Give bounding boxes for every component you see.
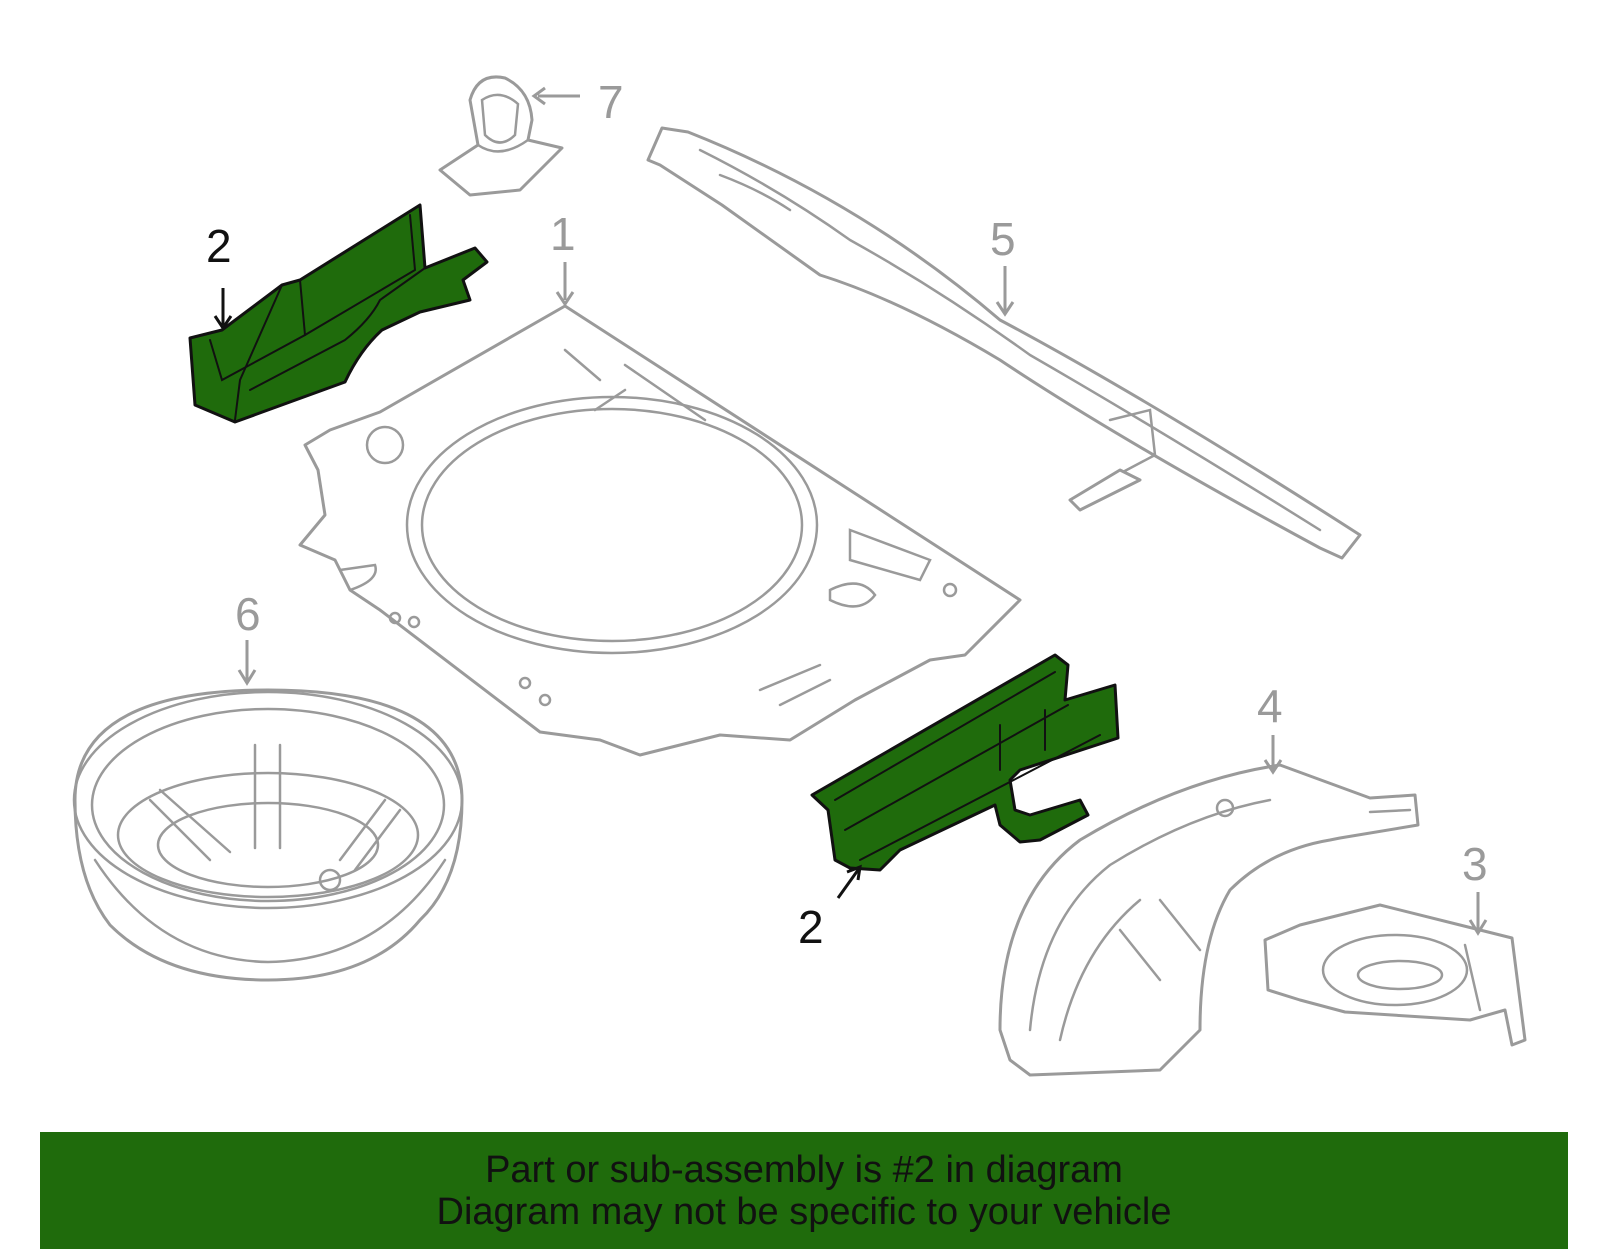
callout-7: 7 xyxy=(598,76,624,128)
arrow-6 xyxy=(237,669,257,686)
callout-2-lower: 2 xyxy=(798,901,824,953)
banner-line-2: Diagram may not be specific to your vehi… xyxy=(436,1190,1172,1233)
arrow-7 xyxy=(531,86,546,106)
callout-2-upper: 2 xyxy=(206,220,232,272)
part-1-rear-floor-pan xyxy=(298,304,1022,757)
leader-2-lower xyxy=(836,869,860,899)
part-6-spare-tire-tray xyxy=(72,688,464,982)
arrow-5 xyxy=(995,301,1015,317)
callout-6: 6 xyxy=(235,588,261,640)
banner-line-1: Part or sub-assembly is #2 in diagram xyxy=(485,1148,1123,1191)
part-5-rear-panel xyxy=(646,126,1362,560)
info-banner: Part or sub-assembly is #2 in diagram Di… xyxy=(40,1132,1568,1249)
part-3-extension-panel xyxy=(1263,903,1527,1047)
part-4-wheelhouse xyxy=(998,763,1420,1077)
arrow-1 xyxy=(555,291,575,307)
callout-4: 4 xyxy=(1257,680,1283,732)
part-7-tie-down-hook xyxy=(438,75,564,197)
callout-1: 1 xyxy=(550,208,576,260)
arrow-2-lower xyxy=(846,864,862,881)
arrow-2-upper xyxy=(213,315,233,331)
part-2-lower-rail xyxy=(810,653,1120,872)
part-2-upper-rail xyxy=(188,203,489,424)
callout-3: 3 xyxy=(1462,838,1488,890)
arrow-3 xyxy=(1468,919,1488,936)
arrow-4 xyxy=(1263,759,1283,775)
callout-5: 5 xyxy=(990,213,1016,265)
